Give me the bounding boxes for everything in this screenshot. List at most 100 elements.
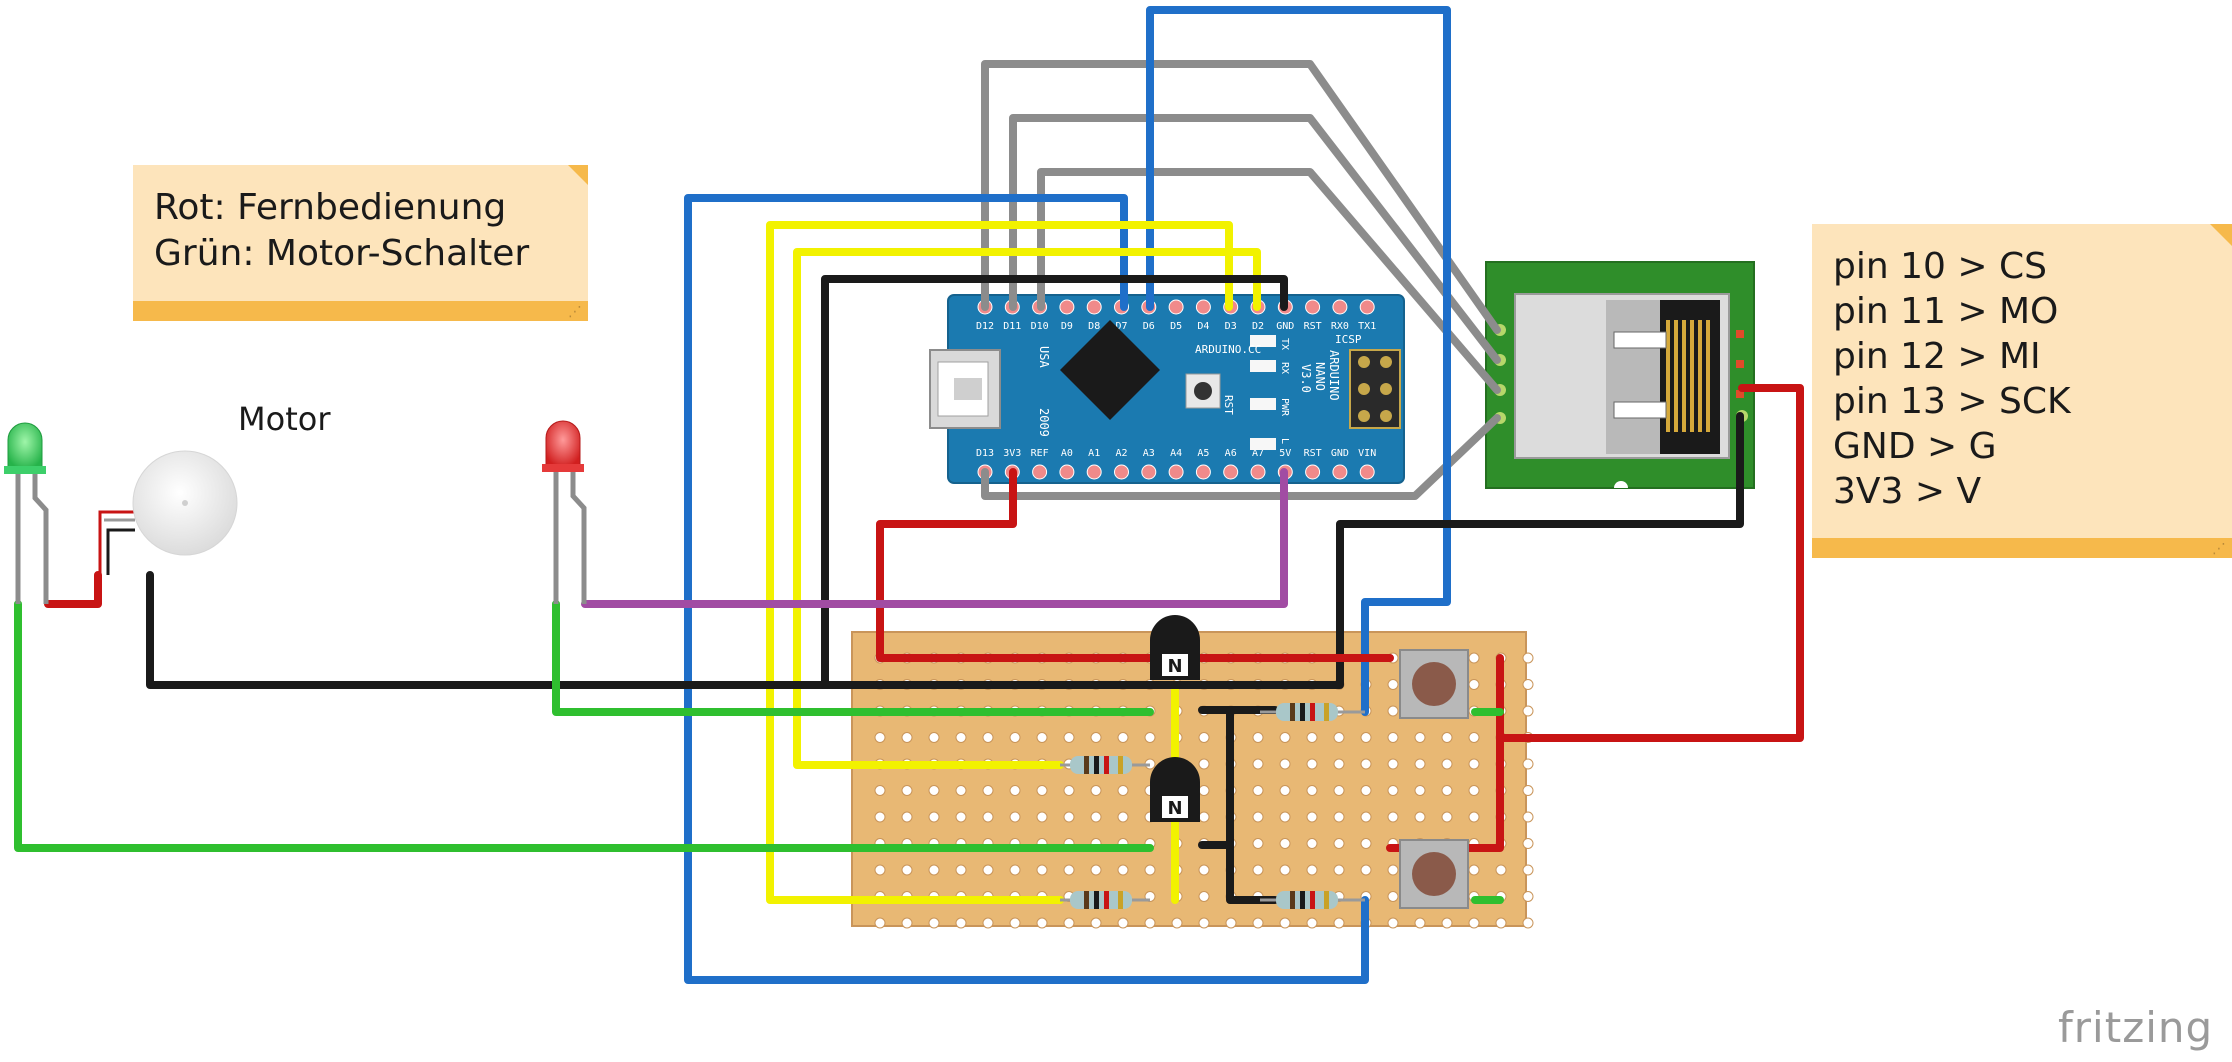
stripboard-hole — [1333, 864, 1345, 876]
fritzing-logo: fritzing — [2058, 1003, 2214, 1052]
stripboard-hole — [1252, 917, 1264, 929]
stripboard-hole — [982, 864, 994, 876]
stripboard-hole — [1360, 785, 1372, 796]
resistor-1 — [1060, 756, 1150, 774]
resistor-2 — [1060, 891, 1150, 909]
push-button-1 — [1399, 649, 1469, 719]
nano-top-pin-label: GND — [1276, 321, 1294, 332]
stripboard-hole — [1252, 811, 1264, 823]
nano-l-label: L — [1279, 438, 1290, 444]
stripboard-hole — [1468, 732, 1480, 743]
stripboard-hole — [1090, 917, 1102, 929]
stripboard-hole — [1522, 811, 1534, 823]
stripboard-hole — [1036, 732, 1048, 743]
wire-purple — [581, 468, 1288, 608]
stripboard-hole — [901, 785, 913, 796]
stripboard-hole — [1387, 811, 1399, 823]
stripboard-hole — [1171, 917, 1183, 929]
nano-bottom-pin-label: A5 — [1197, 448, 1209, 459]
stripboard-hole — [1279, 732, 1291, 743]
nano-model-label: ARDUINO — [1327, 350, 1341, 401]
stripboard-hole — [1279, 917, 1291, 929]
stripboard-hole — [1144, 917, 1156, 929]
stripboard-hole — [1117, 732, 1129, 743]
nano-top-pin-label: D7 — [1115, 321, 1127, 332]
stripboard-hole — [1360, 838, 1372, 849]
nano-top-pin-label: RX0 — [1331, 321, 1349, 332]
stripboard-hole — [1495, 917, 1507, 929]
stripboard-hole — [1522, 891, 1534, 902]
nano-year-label: 2009 — [1037, 408, 1051, 437]
stripboard-hole — [1198, 732, 1210, 743]
stripboard-hole — [1090, 864, 1102, 876]
motor-leads — [98, 510, 135, 575]
stripboard-hole — [928, 917, 940, 929]
nano-bottom-pin-gnd — [1332, 464, 1348, 480]
stripboard-hole — [1333, 811, 1345, 823]
nano-top-pin-label: D8 — [1088, 321, 1100, 332]
nano-bottom-pin-label: A0 — [1061, 448, 1073, 459]
stripboard-hole — [1468, 679, 1480, 690]
nano-model2-label: NANO — [1313, 362, 1327, 391]
nano-top-pin-d5 — [1168, 299, 1184, 315]
push-button-2 — [1399, 839, 1469, 909]
note-legend-line-2: Grün: Motor-Schalter — [154, 233, 530, 274]
stripboard-hole — [1333, 732, 1345, 743]
wires-yellow — [766, 221, 1261, 904]
transistor-1: N — [1150, 615, 1200, 680]
stripboard-hole — [1414, 785, 1426, 796]
stripboard-hole — [1360, 811, 1372, 823]
stripboard-hole — [1522, 705, 1534, 717]
nano-top-pin-label: D4 — [1197, 321, 1209, 332]
nano-brand-label: ARDUINO.CC — [1195, 343, 1261, 356]
stripboard-hole — [1468, 785, 1480, 796]
nano-top-pin-label: D3 — [1225, 321, 1237, 332]
stripboard-hole — [1036, 917, 1048, 929]
stripboard-hole — [1198, 785, 1210, 796]
nano-bottom-pin-label: A6 — [1225, 448, 1237, 459]
stripboard-hole — [1090, 732, 1102, 743]
stripboard-hole — [1117, 917, 1129, 929]
nano-tx-label: TX — [1279, 338, 1290, 350]
stripboard-hole — [1198, 864, 1210, 876]
stripboard-hole — [1063, 732, 1075, 743]
note-pinout-line-3: pin 12 > MI — [1833, 336, 2041, 377]
stripboard-hole — [1279, 838, 1291, 849]
nano-rx-label: RX — [1279, 362, 1290, 374]
stripboard-hole — [1306, 758, 1318, 770]
stripboard-hole — [1468, 811, 1480, 823]
note-pinout-line-1: pin 10 > CS — [1833, 246, 2047, 287]
nano-pwr-label: PWR — [1279, 398, 1290, 417]
stripboard-hole — [1333, 758, 1345, 770]
nano-top-pin-d4 — [1195, 299, 1211, 315]
stripboard-hole — [955, 811, 967, 823]
stripboard-hole — [1441, 917, 1453, 929]
stripboard-hole — [928, 864, 940, 876]
nano-bottom-pin-label: GND — [1331, 448, 1349, 459]
stripboard-hole — [1522, 785, 1534, 796]
stripboard-hole — [1333, 785, 1345, 796]
note-pinout-line-5: GND > G — [1833, 426, 1997, 467]
nano-bottom-pin-a5 — [1195, 464, 1211, 480]
stripboard-hole — [1009, 732, 1021, 743]
stripboard-hole — [1306, 864, 1318, 876]
stripboard-hole — [1468, 758, 1480, 770]
stripboard-hole — [1144, 732, 1156, 743]
nano-bottom-pin-a3 — [1141, 464, 1157, 480]
nano-top-pin-rst — [1305, 299, 1321, 315]
nano-bottom-pin-label: REF — [1031, 448, 1049, 459]
note-pinout: pin 10 > CS pin 11 > MO pin 12 > MI pin … — [1812, 224, 2232, 558]
nano-bottom-pin-label: A3 — [1143, 448, 1155, 459]
note-legend-line-1: Rot: Fernbedienung — [154, 187, 507, 228]
nano-top-pin-label: D10 — [1031, 321, 1049, 332]
wires-gray — [981, 60, 1501, 500]
nano-bottom-pin-label: 5V — [1279, 448, 1291, 459]
stripboard-hole — [1387, 758, 1399, 770]
stripboard-hole — [1387, 679, 1399, 690]
nano-top-pin-tx1 — [1359, 299, 1375, 315]
nano-bottom-pin-label: D13 — [976, 448, 994, 459]
stripboard-hole — [1036, 785, 1048, 796]
nano-bottom-pin-label: A7 — [1252, 448, 1264, 459]
